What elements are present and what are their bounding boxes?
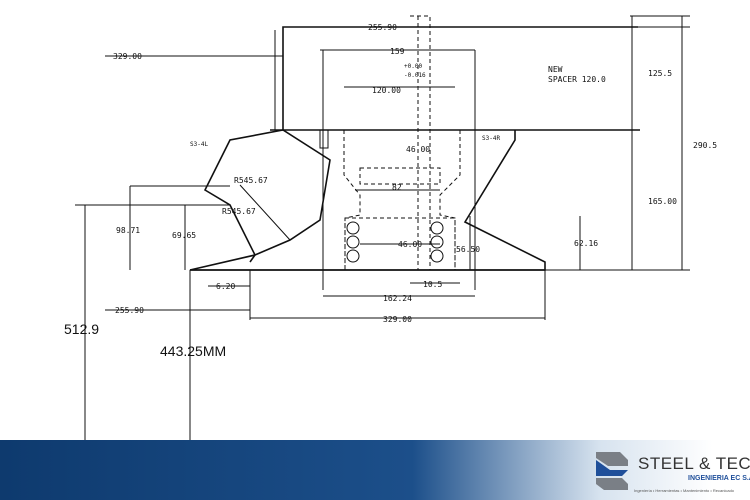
dim-443: 443.25MM bbox=[160, 343, 226, 359]
dim-62: 62.16 bbox=[574, 239, 598, 248]
part-outline bbox=[189, 15, 640, 290]
dim-r2: R545.67 bbox=[222, 207, 256, 216]
dim-bore-dia: 120.00 bbox=[372, 86, 401, 95]
note-line2: SPACER 120.0 bbox=[548, 75, 606, 84]
dim-82: 82 bbox=[392, 183, 402, 192]
dimension-labels: 255.90 159 +0.00 -0.016 120.00 329.00 NE… bbox=[64, 23, 717, 359]
dim-10: 10.5 bbox=[423, 280, 442, 289]
label-s3-4r: S3-4R bbox=[482, 135, 500, 142]
dim-tol-plus: +0.00 bbox=[404, 63, 422, 70]
note-line1: NEW bbox=[548, 65, 563, 74]
dim-tol-minus: -0.016 bbox=[404, 72, 426, 79]
bearing-balls bbox=[346, 221, 444, 263]
dim-512: 512.9 bbox=[64, 321, 99, 337]
logo-title: STEEL & TECH bbox=[638, 454, 750, 473]
dim-329: 329.00 bbox=[383, 315, 412, 324]
label-s3-4l: S3-4L bbox=[190, 141, 208, 148]
dim-162: 162.24 bbox=[383, 294, 412, 303]
dim-125: 125.5 bbox=[648, 69, 672, 78]
dimension-lines bbox=[75, 15, 690, 440]
dim-r1: R545.67 bbox=[234, 176, 268, 185]
dim-left-dia: 329.00 bbox=[113, 52, 142, 61]
logo-tagline: Ingeniería • Herramientas • Mantenimient… bbox=[634, 488, 735, 493]
company-logo: STEEL & TECH INGENIERIA EC S.A. Ingenier… bbox=[590, 446, 750, 498]
dim-6: 6.20 bbox=[216, 282, 235, 291]
dim-165: 165.00 bbox=[648, 197, 677, 206]
dim-bottom-dia-left: 255.90 bbox=[115, 306, 144, 315]
dim-159: 159 bbox=[390, 47, 405, 56]
logo-mark-icon bbox=[596, 452, 628, 490]
dim-46-mid: 46.00 bbox=[398, 240, 422, 249]
dim-top-dia: 255.90 bbox=[368, 23, 397, 32]
dim-56: 56.50 bbox=[456, 245, 480, 254]
dim-290: 290.5 bbox=[693, 141, 717, 150]
logo-subtitle: INGENIERIA EC S.A. bbox=[688, 475, 750, 482]
dim-46-top: 46.00 bbox=[406, 145, 430, 154]
dim-69: 69.65 bbox=[172, 231, 196, 240]
dim-98: 98.71 bbox=[116, 226, 140, 235]
